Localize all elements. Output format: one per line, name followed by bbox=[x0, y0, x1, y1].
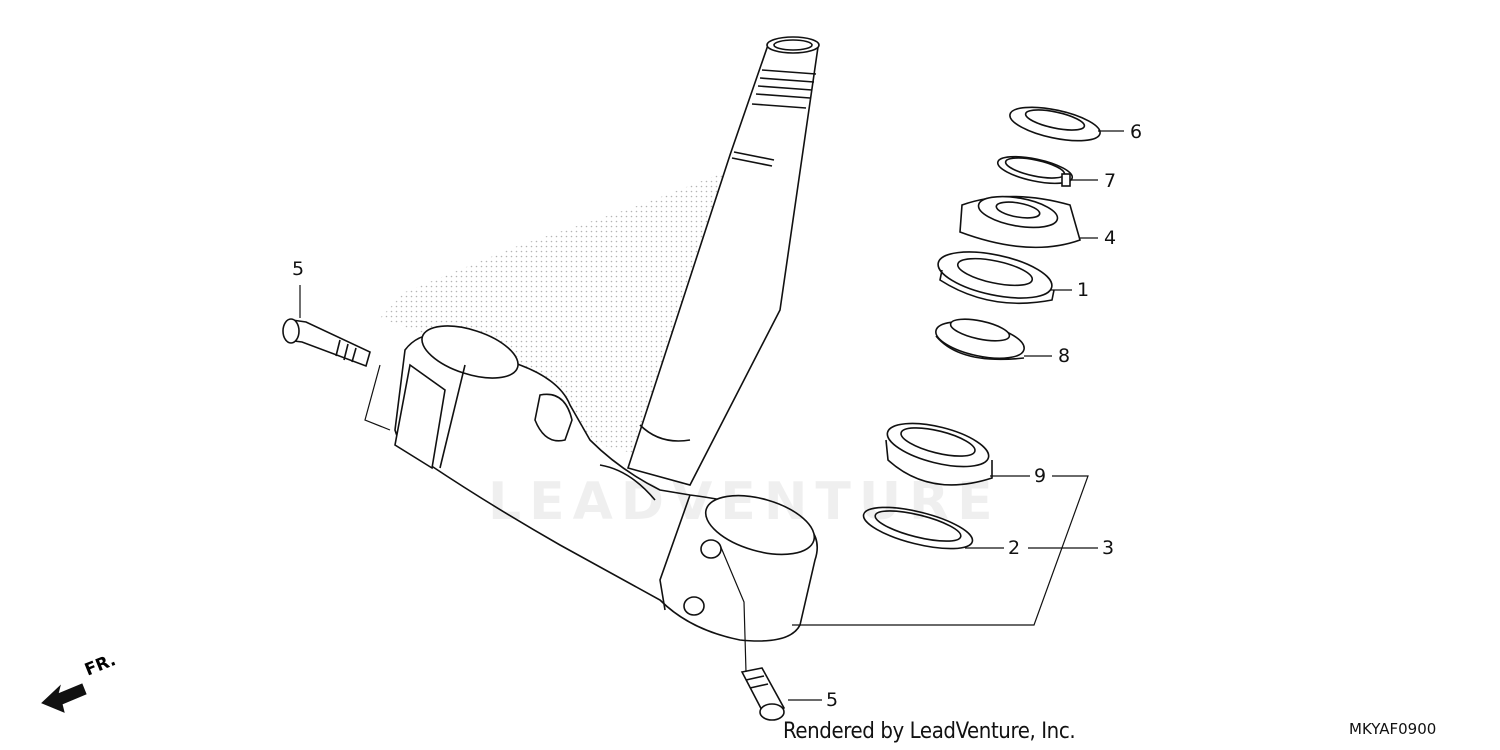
callout-3[interactable]: 3 bbox=[1102, 537, 1115, 559]
callout-2[interactable]: 2 bbox=[1008, 537, 1021, 559]
watermark: LEADVENTURE bbox=[488, 472, 1001, 532]
render-credit: Rendered by LeadVenture, Inc. bbox=[783, 719, 1076, 744]
diagram-reference-code: MKYAF0900 bbox=[1349, 720, 1437, 738]
dust-seal-part bbox=[862, 506, 974, 550]
pinch-bolt-upper bbox=[282, 318, 371, 368]
upper-bearing-part bbox=[935, 318, 1025, 361]
front-direction-arrow bbox=[41, 683, 87, 713]
leader-lines bbox=[299, 130, 1124, 701]
top-cone-race-part bbox=[937, 251, 1055, 305]
lock-nut-part bbox=[1009, 106, 1101, 142]
steering-stem-body bbox=[394, 325, 818, 642]
callout-6[interactable]: 6 bbox=[1130, 121, 1143, 143]
callout-4[interactable]: 4 bbox=[1104, 227, 1117, 249]
lower-bearing-part bbox=[885, 422, 993, 486]
callout-1[interactable]: 1 bbox=[1077, 279, 1090, 301]
callout-9[interactable]: 9 bbox=[1034, 465, 1047, 487]
lock-washer-part bbox=[996, 155, 1074, 187]
adjusting-nut-part bbox=[959, 195, 1081, 249]
pinch-bolt-lower bbox=[740, 667, 786, 721]
callout-8[interactable]: 8 bbox=[1058, 345, 1071, 367]
callout-5-lower[interactable]: 5 bbox=[826, 689, 839, 711]
callout-5-upper[interactable]: 5 bbox=[292, 258, 305, 280]
callout-7[interactable]: 7 bbox=[1104, 170, 1117, 192]
steering-stem-tube bbox=[626, 36, 820, 486]
